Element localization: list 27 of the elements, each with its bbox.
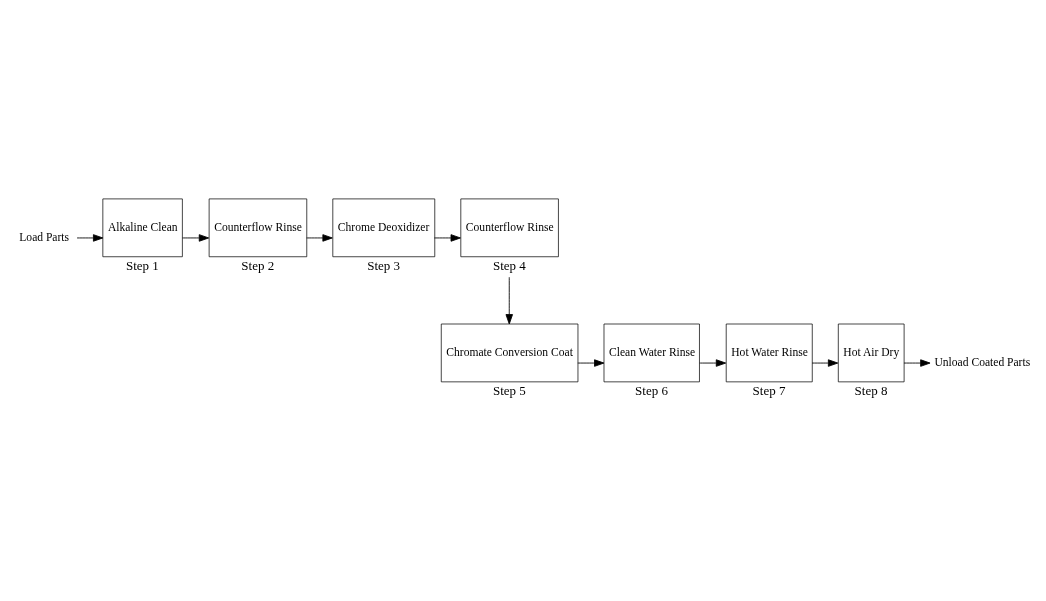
arrow <box>76 234 104 242</box>
node-box: Chromate Conversion Coat <box>440 323 579 383</box>
node-label: Step 8 <box>854 383 888 399</box>
node-label: Step 3 <box>367 258 401 274</box>
node-box: Counterflow Rinse <box>208 198 308 258</box>
arrow <box>577 359 605 367</box>
node-label: Step 5 <box>492 383 526 399</box>
node-box: Counterflow Rinse <box>460 198 559 258</box>
node-box: Chrome Deoxidizer <box>332 198 436 258</box>
node-box: Alkaline Clean <box>102 198 183 258</box>
arrow <box>434 234 461 242</box>
arrow <box>182 234 210 242</box>
arrow <box>699 359 727 367</box>
node-text: Unload Coated Parts <box>934 355 1031 369</box>
node-box: Hot Air Dry <box>837 323 905 383</box>
arrow <box>811 359 839 367</box>
arrow <box>903 359 931 367</box>
node-label: Step 6 <box>635 383 668 399</box>
node-label: Step 2 <box>241 258 275 274</box>
arrow <box>505 276 513 325</box>
node-label: Step 7 <box>752 383 786 399</box>
node-text: Load Parts <box>19 230 70 244</box>
node-box: Hot Water Rinse <box>725 323 813 383</box>
node-box: Clean Water Rinse <box>603 323 700 383</box>
node-label: Step 1 <box>125 258 159 274</box>
arrow <box>306 234 333 242</box>
node-label: Step 4 <box>492 258 526 274</box>
